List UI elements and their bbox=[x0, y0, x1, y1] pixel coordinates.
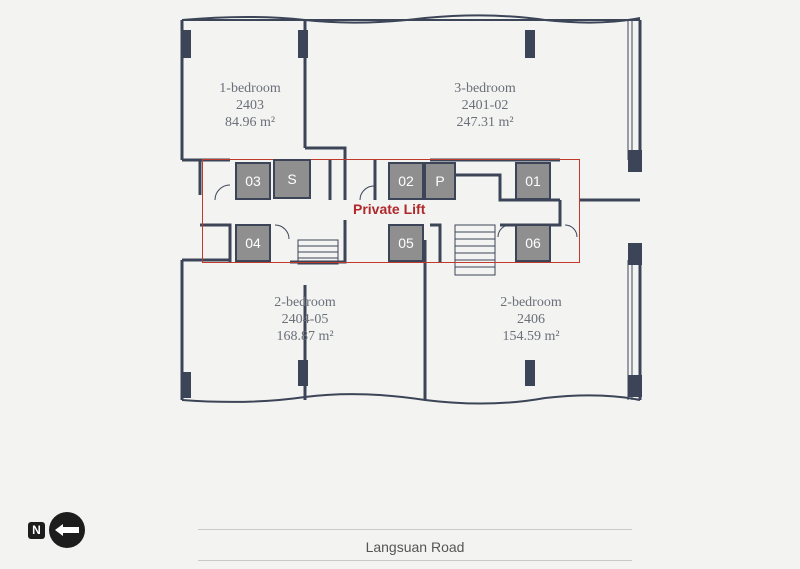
unit-2406-label: 2-bedroom 2406 154.59 m² bbox=[476, 294, 586, 345]
lift-06: 06 bbox=[515, 224, 551, 262]
lift-s: S bbox=[273, 159, 311, 199]
lift-02: 02 bbox=[388, 162, 424, 200]
lift-04: 04 bbox=[235, 224, 271, 262]
arrow-left-icon bbox=[49, 512, 85, 548]
lift-03: 03 bbox=[235, 162, 271, 200]
lift-p: P bbox=[424, 162, 456, 200]
unit-2403-label: 1-bedroom 2403 84.96 m² bbox=[195, 80, 305, 131]
unit-2404-label: 2-bedroom 2404-05 168.87 m² bbox=[250, 294, 360, 345]
unit-number: 2403 bbox=[236, 98, 264, 113]
unit-area: 154.59 m² bbox=[502, 329, 560, 344]
lift-05: 05 bbox=[388, 224, 424, 262]
unit-number: 2401-02 bbox=[461, 98, 509, 113]
unit-type: 2-bedroom bbox=[274, 295, 336, 310]
lift-01: 01 bbox=[515, 162, 551, 200]
unit-area: 168.87 m² bbox=[276, 329, 334, 344]
north-indicator: N bbox=[28, 512, 85, 548]
unit-area: 247.31 m² bbox=[456, 115, 514, 130]
unit-number: 2406 bbox=[517, 312, 545, 327]
door-swings bbox=[214, 184, 578, 240]
columns bbox=[181, 30, 642, 398]
stairs bbox=[297, 224, 496, 276]
road-line-top bbox=[198, 529, 632, 530]
unit-type: 3-bedroom bbox=[454, 81, 516, 96]
north-letter: N bbox=[28, 521, 45, 539]
unit-type: 1-bedroom bbox=[219, 81, 281, 96]
private-lift-highlight bbox=[202, 159, 580, 263]
unit-area: 84.96 m² bbox=[224, 115, 276, 130]
road-line-bottom bbox=[198, 560, 632, 561]
unit-number: 2404-05 bbox=[281, 312, 329, 327]
unit-type: 2-bedroom bbox=[500, 295, 562, 310]
road-label: Langsuan Road bbox=[365, 539, 465, 555]
private-lift-label: Private Lift bbox=[350, 201, 429, 217]
glass-facade bbox=[627, 20, 633, 400]
unit-2401-label: 3-bedroom 2401-02 247.31 m² bbox=[430, 80, 540, 131]
